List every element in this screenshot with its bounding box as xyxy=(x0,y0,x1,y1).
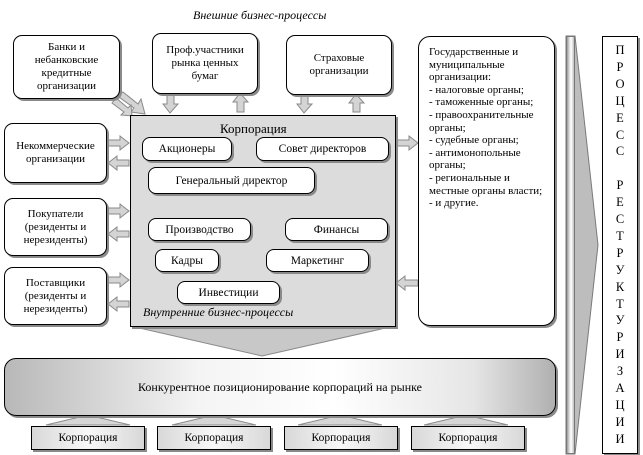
wedge-corp-3 xyxy=(297,414,383,426)
process-arrow-shaft xyxy=(566,36,575,454)
restructuring-letter: С xyxy=(615,127,625,142)
market-positioning-bar: Конкурентное позиционирование корпораций… xyxy=(4,358,556,416)
restructuring-letter: А xyxy=(615,381,625,395)
restructuring-letter: Р xyxy=(616,330,624,345)
restructuring-letter: Ц xyxy=(615,397,625,412)
arrow-corp-to-suppliers xyxy=(107,295,130,313)
investments-box: Инвестиции xyxy=(177,281,280,304)
restructuring-letter: У xyxy=(615,262,625,277)
restructuring-letter: Т xyxy=(616,228,624,243)
finance-box: Финансы xyxy=(285,218,388,241)
restructuring-letter: Е xyxy=(616,110,624,125)
restructuring-letter: Р xyxy=(616,245,624,260)
restructuring-letter: З xyxy=(616,364,624,379)
restructuring-letter: Р xyxy=(616,178,624,193)
arrow-corp-to-buyers xyxy=(107,225,130,243)
arrow-corp-to-insurance xyxy=(347,93,366,113)
buyers-box: Покупатели (резиденты и нерезиденты) xyxy=(4,198,107,256)
restructuring-letter: И xyxy=(615,431,625,446)
ceo-box: Генеральный директор xyxy=(148,167,315,194)
restructuring-letter: У xyxy=(615,313,625,328)
arrow-gov-to-corp xyxy=(395,274,419,292)
restructuring-letter: К xyxy=(615,279,625,294)
bottom-corporation-2: Корпорация xyxy=(157,426,271,450)
government-item: - правоохранительные органы; xyxy=(429,108,534,134)
board-of-directors-box: Совет директоров xyxy=(256,137,389,161)
funnel-arrow xyxy=(134,326,391,357)
arrow-buyers-to-corp xyxy=(107,202,130,220)
internal-processes-title: Внутренние бизнес-процессы xyxy=(143,305,294,319)
government-item: - налоговые органы; xyxy=(429,83,524,96)
marketing-box: Маркетинг xyxy=(266,249,369,272)
wedge-corp-2 xyxy=(171,414,257,426)
insurance-box: Страховые организации xyxy=(286,35,392,95)
bottom-corporation-1: Корпорация xyxy=(31,426,145,450)
banks-box: Банки и небанковские кредитные организац… xyxy=(13,35,120,99)
government-item: - судебные органы; xyxy=(429,134,519,147)
wedge-corp-4 xyxy=(423,414,509,426)
shareholders-box: Акционеры xyxy=(142,137,232,161)
bottom-corporation-3: Корпорация xyxy=(284,426,398,450)
bottom-corporation-4: Корпорация xyxy=(411,426,525,450)
arrow-corp-to-securities xyxy=(231,92,250,113)
government-item: - и другие. xyxy=(429,197,479,210)
personnel-box: Кадры xyxy=(155,249,219,272)
arrow-insurance-down xyxy=(295,95,314,114)
arrow-nonprofit-to-corp xyxy=(107,134,130,152)
restructuring-letter: С xyxy=(615,212,625,226)
nonprofit-box: Некоммерческие организации xyxy=(4,123,107,183)
government-item: - таможенные органы; xyxy=(429,96,534,109)
government-item: - антимонопольные органы; xyxy=(429,146,521,172)
securities-participants-box: Проф.участники рынка ценных бумаг xyxy=(152,33,258,94)
government-title: Государственные и муниципальные организа… xyxy=(429,46,519,84)
restructuring-letter: И xyxy=(615,347,625,362)
wedge-corp-1 xyxy=(45,414,131,426)
restructuring-letter: Ц xyxy=(615,93,625,108)
restructuring-letter: О xyxy=(615,76,625,91)
arrow-securities-down xyxy=(161,93,180,114)
restructuring-letter: Т xyxy=(616,296,624,311)
suppliers-box: Поставщики (резиденты и нерезиденты) xyxy=(4,267,107,325)
restructuring-letter: П xyxy=(615,43,625,57)
arrow-banks-to-corp xyxy=(117,91,146,115)
arrow-corp-to-banks xyxy=(111,97,133,117)
external-processes-title: Внешние бизнес-процессы xyxy=(193,8,327,22)
arrow-corp-to-nonprofit xyxy=(107,154,130,172)
government-item: - региональные и местные органы власти; xyxy=(429,171,543,197)
corporation-title: Корпорация xyxy=(220,121,287,136)
arrow-suppliers-to-corp xyxy=(107,271,130,289)
production-box: Производство xyxy=(148,218,251,241)
arrow-corp-to-gov xyxy=(395,134,419,152)
restructuring-letter: И xyxy=(615,414,625,429)
restructuring-letter: Р xyxy=(616,59,624,74)
government-organizations-box: Государственные и муниципальные организа… xyxy=(418,36,555,326)
restructuring-letter: С xyxy=(615,144,625,159)
restructuring-letter: Е xyxy=(616,195,624,210)
